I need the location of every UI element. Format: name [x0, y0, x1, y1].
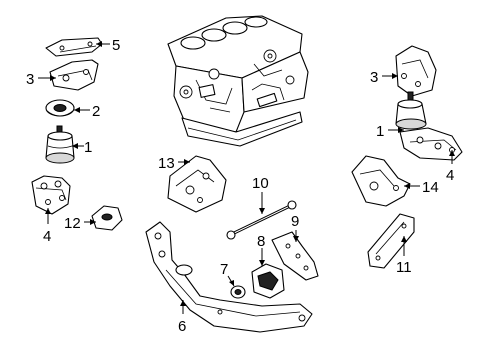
- part-10-torque-rod: [226, 200, 297, 240]
- svg-text:12: 12: [64, 215, 81, 232]
- svg-text:1: 1: [84, 139, 92, 156]
- callout-11: 11: [396, 236, 412, 276]
- svg-text:4: 4: [43, 228, 51, 245]
- callout-13: 13: [158, 155, 190, 172]
- callout-4-left: 4: [43, 208, 51, 245]
- part-13-center-bracket: [167, 155, 227, 213]
- part-4-left-mount-bracket: [31, 175, 71, 215]
- callout-1-left: 1: [72, 139, 92, 156]
- callout-7: 7: [220, 261, 235, 287]
- svg-text:4: 4: [446, 167, 454, 184]
- callout-8: 8: [257, 233, 265, 266]
- svg-text:14: 14: [422, 179, 439, 196]
- callout-4-right: 4: [446, 150, 455, 184]
- part-1-right-mount: [395, 91, 427, 130]
- part-1-left-mount: [45, 125, 75, 164]
- part-12-mount-pad: [91, 205, 123, 231]
- part-5-bracket-plate: [45, 37, 103, 57]
- svg-text:6: 6: [178, 318, 186, 335]
- part-8-rubber-mount: [251, 263, 285, 299]
- engine-block: [167, 15, 309, 147]
- callout-3-left: 3: [26, 71, 56, 88]
- callout-14: 14: [404, 179, 439, 196]
- part-3-left-bracket: [49, 59, 99, 91]
- svg-text:8: 8: [257, 233, 265, 250]
- part-4-right-mount-bracket: [399, 127, 463, 161]
- callout-9: 9: [291, 213, 299, 242]
- svg-text:1: 1: [376, 123, 384, 140]
- part-2-rubber-cup: [45, 99, 75, 117]
- callout-12: 12: [64, 215, 96, 232]
- part-6-crossmember: [145, 221, 313, 333]
- svg-text:9: 9: [291, 213, 299, 230]
- callout-5: 5: [96, 37, 120, 54]
- part-14-right-bracket: [351, 155, 411, 207]
- callout-10: 10: [252, 175, 269, 214]
- part-7-bushing: [230, 285, 246, 299]
- svg-text:3: 3: [26, 71, 34, 88]
- svg-text:7: 7: [220, 261, 228, 278]
- callout-1-right: 1: [376, 123, 404, 140]
- part-11-support-strut: [367, 213, 415, 269]
- svg-text:11: 11: [396, 259, 412, 276]
- svg-text:13: 13: [158, 155, 175, 172]
- part-9-mount-plate: [271, 231, 319, 281]
- part-3-right-bracket: [395, 45, 437, 97]
- svg-text:10: 10: [252, 175, 269, 192]
- callout-3-right: 3: [370, 69, 398, 86]
- callout-2: 2: [74, 103, 100, 120]
- svg-text:5: 5: [112, 37, 120, 54]
- svg-text:3: 3: [370, 69, 378, 86]
- callout-6: 6: [178, 300, 186, 335]
- svg-text:2: 2: [92, 103, 100, 120]
